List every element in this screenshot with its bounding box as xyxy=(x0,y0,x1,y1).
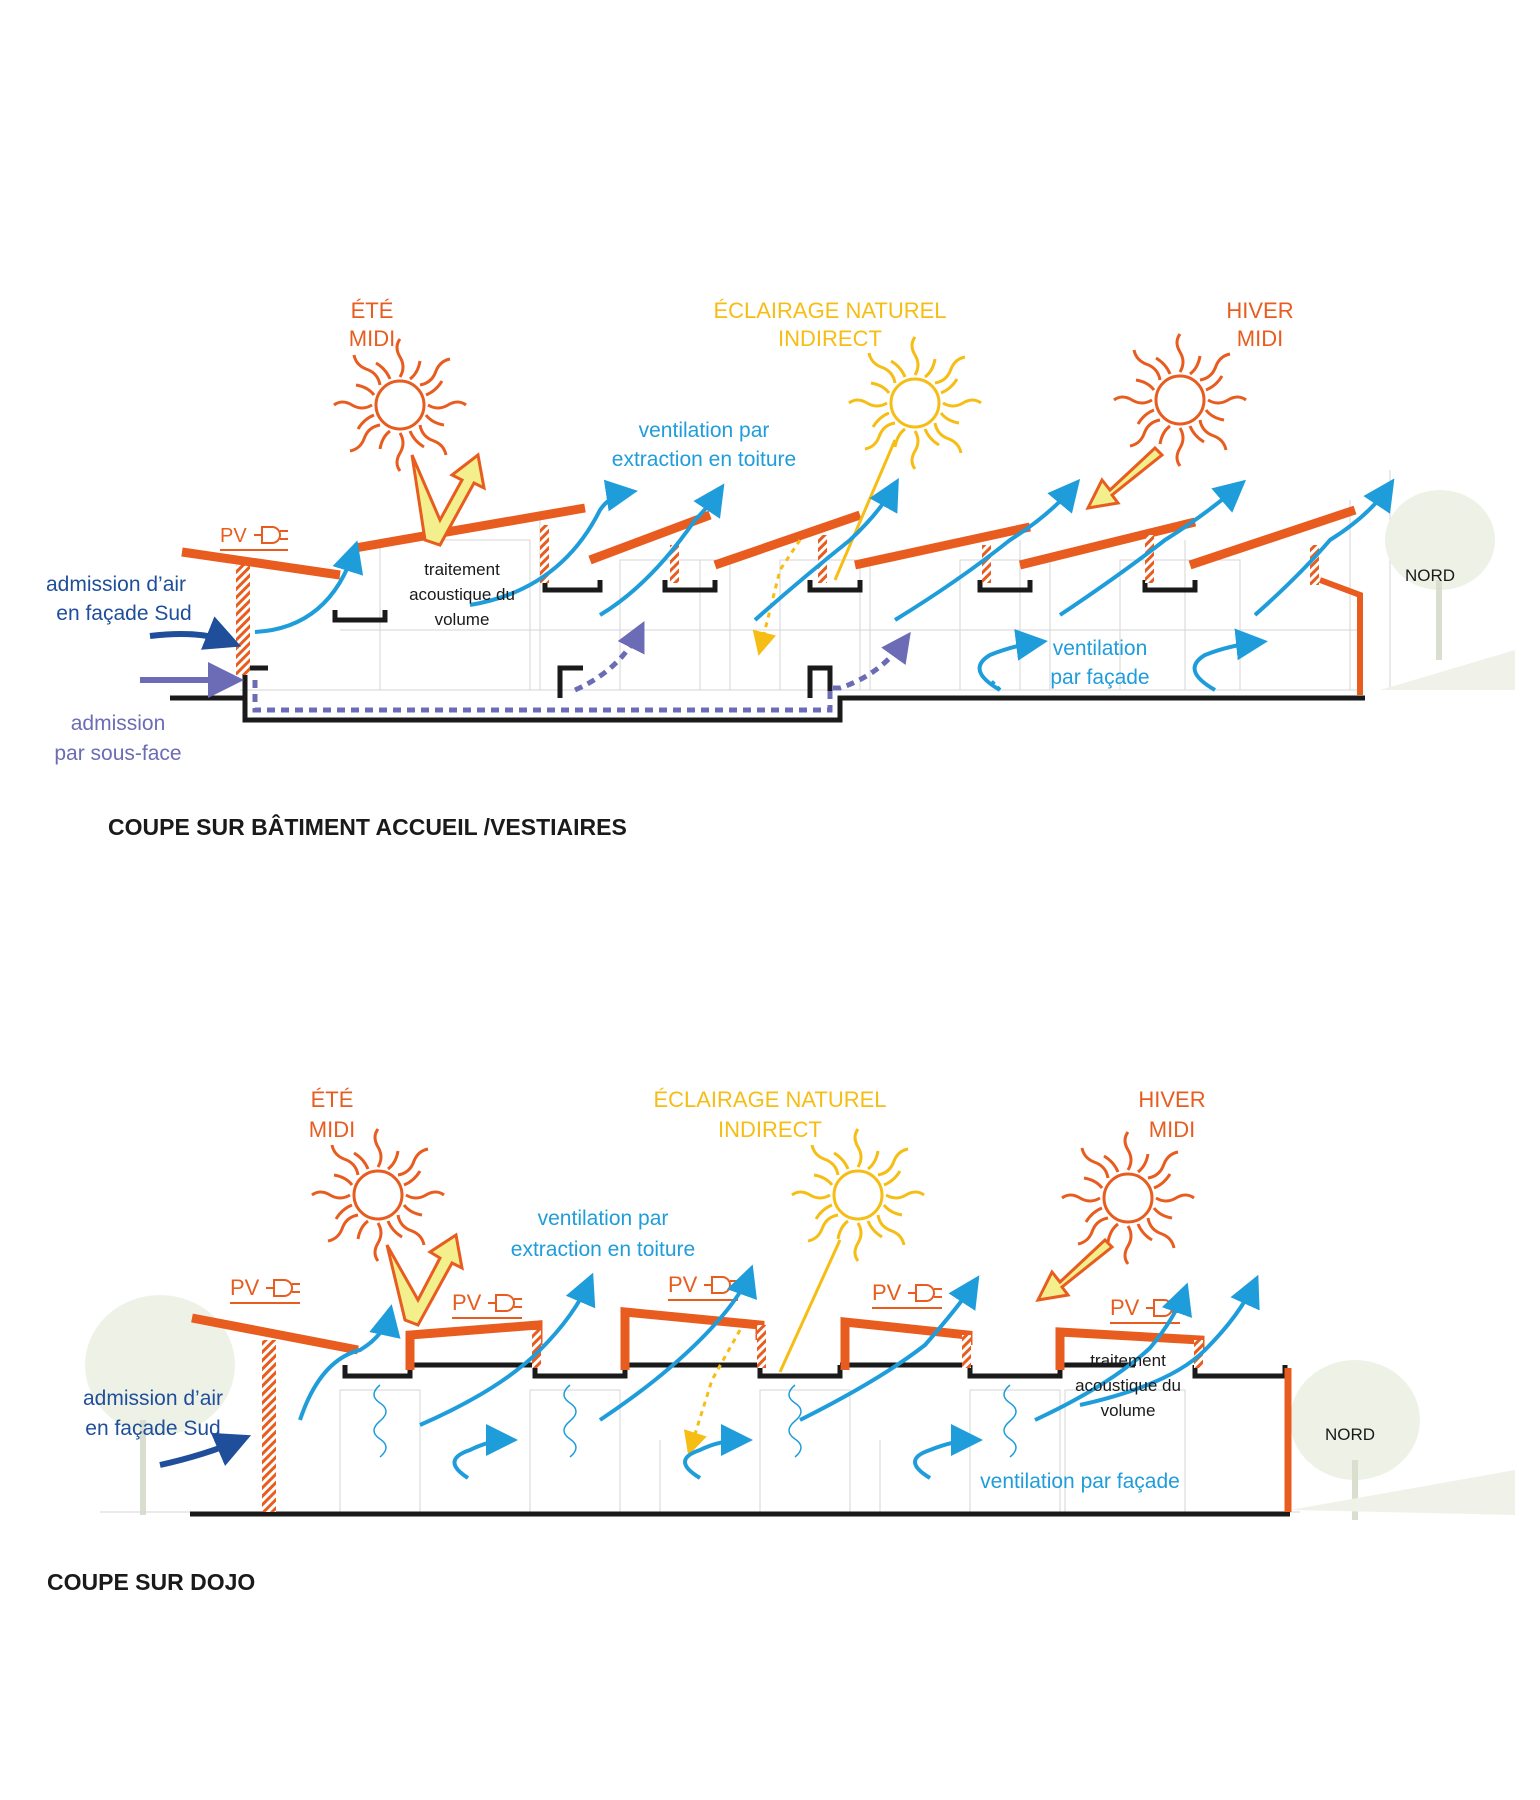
facade-airflow xyxy=(977,628,1268,692)
underfloor-airflow xyxy=(252,631,911,713)
sun-winter-icon-2 xyxy=(1060,1130,1196,1266)
eclairage-label: ÉCLAIRAGE NATUREL xyxy=(713,298,946,323)
building-outline xyxy=(240,470,1391,691)
ceiling-boxes-2 xyxy=(342,1362,1288,1379)
admission-air-label-2: admission d’air xyxy=(83,1387,223,1410)
admission-sous-face-label: admission xyxy=(71,712,166,735)
ventilation-facade-label: ventilation xyxy=(1053,637,1148,660)
winter-sunray-arrow-2 xyxy=(1035,1237,1115,1302)
hiver-label: HIVER xyxy=(1226,298,1293,323)
tree-nord-2 xyxy=(1290,1360,1515,1520)
volume-label: volume xyxy=(435,610,490,629)
pv-icon: PV xyxy=(220,525,289,551)
sous-face-label: par sous-face xyxy=(54,742,181,765)
hiver-label-2: HIVER xyxy=(1138,1087,1205,1112)
floor-slab xyxy=(170,695,1365,723)
facade-sud-label: en façade Sud xyxy=(56,602,191,625)
traitement-label: traitement xyxy=(424,560,500,579)
south-air-intake-arrow-2 xyxy=(159,1432,252,1468)
air-swirls xyxy=(373,1384,1017,1458)
sun-winter-icon xyxy=(1112,332,1248,468)
eclairage-label-2: ÉCLAIRAGE NATUREL xyxy=(653,1087,886,1112)
indirect-light-ray xyxy=(833,439,897,581)
extraction-toiture-label-2: extraction en toiture xyxy=(511,1238,695,1261)
ete-label: ÉTÉ xyxy=(351,298,394,323)
facade-airflow-2 xyxy=(452,1424,983,1480)
pv-icon-3: PV xyxy=(668,1272,739,1301)
midi-label: MIDI xyxy=(349,326,395,351)
diagram-dojo: PV PV PV PV PV xyxy=(47,1087,1515,1595)
indirect-label: INDIRECT xyxy=(778,326,882,351)
south-wall xyxy=(236,565,250,675)
south-air-intake-arrow xyxy=(149,616,242,650)
hiver-midi-label: MIDI xyxy=(1237,326,1283,351)
roof-posts xyxy=(540,525,1319,585)
caption-accueil: COUPE SUR BÂTIMENT ACCUEIL /VESTIAIRES xyxy=(108,813,627,840)
tree-sud xyxy=(85,1295,235,1515)
indirect-label-2: INDIRECT xyxy=(718,1117,822,1142)
svg-text:PV: PV xyxy=(452,1290,482,1315)
sun-summer-icon-2 xyxy=(310,1127,446,1263)
traitement-label-2: traitement xyxy=(1090,1351,1166,1370)
ceiling-boxes xyxy=(332,580,1198,623)
extraction-toiture-label: extraction en toiture xyxy=(612,448,796,471)
svg-text:PV: PV xyxy=(668,1272,698,1297)
facade-sud-label-2: en façade Sud xyxy=(85,1417,220,1440)
roof-extraction-airflow xyxy=(254,478,1395,634)
diagram-accueil-vestiaires: PV ÉTÉ MIDI ÉCLAIRAGE NATUREL INDIRECT H… xyxy=(46,298,1515,840)
floor-slab-step xyxy=(242,665,833,698)
volume-label-2: volume xyxy=(1101,1401,1156,1420)
ete-label-2: ÉTÉ xyxy=(311,1087,354,1112)
svg-text:PV: PV xyxy=(872,1280,902,1305)
midi-label-2: MIDI xyxy=(309,1117,355,1142)
acoustique-label-2: acoustique du xyxy=(1075,1376,1181,1395)
nord-label-2: NORD xyxy=(1325,1425,1375,1444)
sun-light-icon-2 xyxy=(790,1127,926,1263)
summer-sunray-arrow xyxy=(410,452,487,547)
roofs-2 xyxy=(191,1307,1205,1370)
ventilation-toiture-label: ventilation par xyxy=(639,419,770,442)
south-column xyxy=(262,1340,276,1512)
sun-light-icon xyxy=(847,335,983,471)
tree-nord xyxy=(1380,490,1515,690)
north-wall xyxy=(1318,577,1363,695)
ventilation-facade-label-2: ventilation par façade xyxy=(980,1470,1180,1493)
caption-dojo: COUPE SUR DOJO xyxy=(47,1569,255,1595)
summer-sunray-arrow-2 xyxy=(385,1232,465,1327)
sun-summer-icon xyxy=(332,337,468,473)
svg-text:PV: PV xyxy=(1110,1295,1140,1320)
pv-icon-1: PV xyxy=(230,1275,301,1304)
pv-icon-2: PV xyxy=(452,1290,523,1319)
svg-text:PV: PV xyxy=(220,525,247,547)
acoustique-label: acoustique du xyxy=(409,585,515,604)
underfloor-airflow-2 xyxy=(573,621,645,693)
pv-icon-4: PV xyxy=(872,1280,943,1309)
svg-text:PV: PV xyxy=(230,1275,260,1300)
indirect-light-bounce-2 xyxy=(683,1329,742,1456)
ventilation-toiture-label-2: ventilation par xyxy=(538,1207,669,1230)
roofs xyxy=(181,503,1357,580)
pv-icon-5: PV xyxy=(1110,1295,1181,1324)
hiver-midi-label-2: MIDI xyxy=(1149,1117,1195,1142)
winter-sunray-arrow xyxy=(1085,445,1165,510)
indirect-light-ray-2 xyxy=(778,1239,842,1373)
indirect-light-bounce xyxy=(752,539,802,656)
par-facade-label: par façade xyxy=(1050,666,1149,689)
admission-air-label: admission d’air xyxy=(46,573,186,596)
nord-label: NORD xyxy=(1405,566,1455,585)
roof-extraction-airflow-2 xyxy=(298,1264,1260,1427)
